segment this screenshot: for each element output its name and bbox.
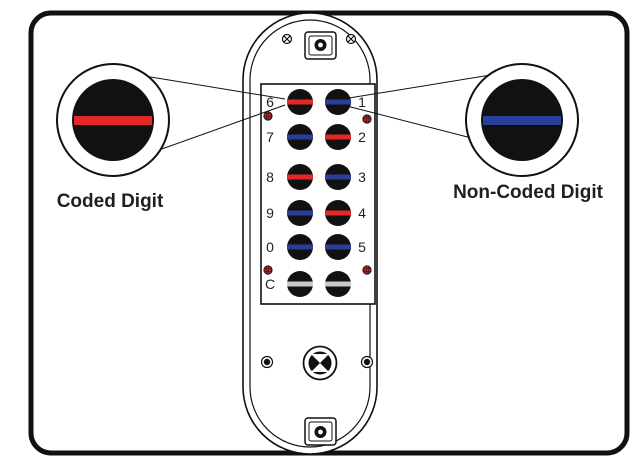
non-coded-digit-magnifier <box>465 63 579 177</box>
keypad-button-right-6 <box>325 271 351 297</box>
keypad-digit-label: 1 <box>358 94 366 110</box>
keypad-digit-label: 5 <box>358 239 366 255</box>
keypad-button-right-2 <box>325 124 351 150</box>
keypad-button-left-2 <box>287 124 313 150</box>
keypad-button-right-1 <box>325 89 351 115</box>
keypad-button-right-4 <box>325 200 351 226</box>
keypad-digit-label: 7 <box>266 129 274 145</box>
keypad-button-left-3 <box>287 164 313 190</box>
non-coded-digit-label: Non-Coded Digit <box>453 182 604 203</box>
panel-screw-icon <box>263 265 273 275</box>
panel-screw-icon <box>362 114 372 124</box>
keypad-body <box>242 12 378 455</box>
bottom-mount <box>304 417 337 446</box>
keypad-button-right-3 <box>325 164 351 190</box>
top-left-screw-icon <box>281 33 293 45</box>
panel-screw-icon <box>362 265 372 275</box>
keypad-button-left-5 <box>287 234 313 260</box>
keypad-button-right-5 <box>325 234 351 260</box>
keypad-digit-label: 8 <box>266 169 274 185</box>
handle-spindle-icon <box>302 345 338 381</box>
panel-screw-icon <box>263 111 273 121</box>
keypad-digit-label: 3 <box>358 169 366 185</box>
button-panel <box>260 83 376 305</box>
coded-digit-label: Coded Digit <box>57 191 164 212</box>
keypad-digit-label: 4 <box>358 205 366 221</box>
coded-stripe <box>74 116 152 125</box>
coded-digit-magnifier <box>56 63 170 177</box>
keypad-digit-label: C <box>265 276 275 292</box>
keypad-button-left-6 <box>287 271 313 297</box>
non-coded-stripe <box>483 116 561 125</box>
top-mount <box>304 31 337 60</box>
keypad-digit-label: 0 <box>266 239 274 255</box>
keypad-buttons: 6 1 7 2 8 3 9 4 0 5C <box>265 89 366 297</box>
keypad-button-left-4 <box>287 200 313 226</box>
keypad-digit-label: 2 <box>358 129 366 145</box>
side-screw-right-icon <box>360 355 374 369</box>
keypad-button-left-1 <box>287 89 313 115</box>
keypad-digit-label: 9 <box>266 205 274 221</box>
top-right-screw-icon <box>345 33 357 45</box>
keypad-digit-label: 6 <box>266 94 274 110</box>
side-screw-left-icon <box>260 355 274 369</box>
